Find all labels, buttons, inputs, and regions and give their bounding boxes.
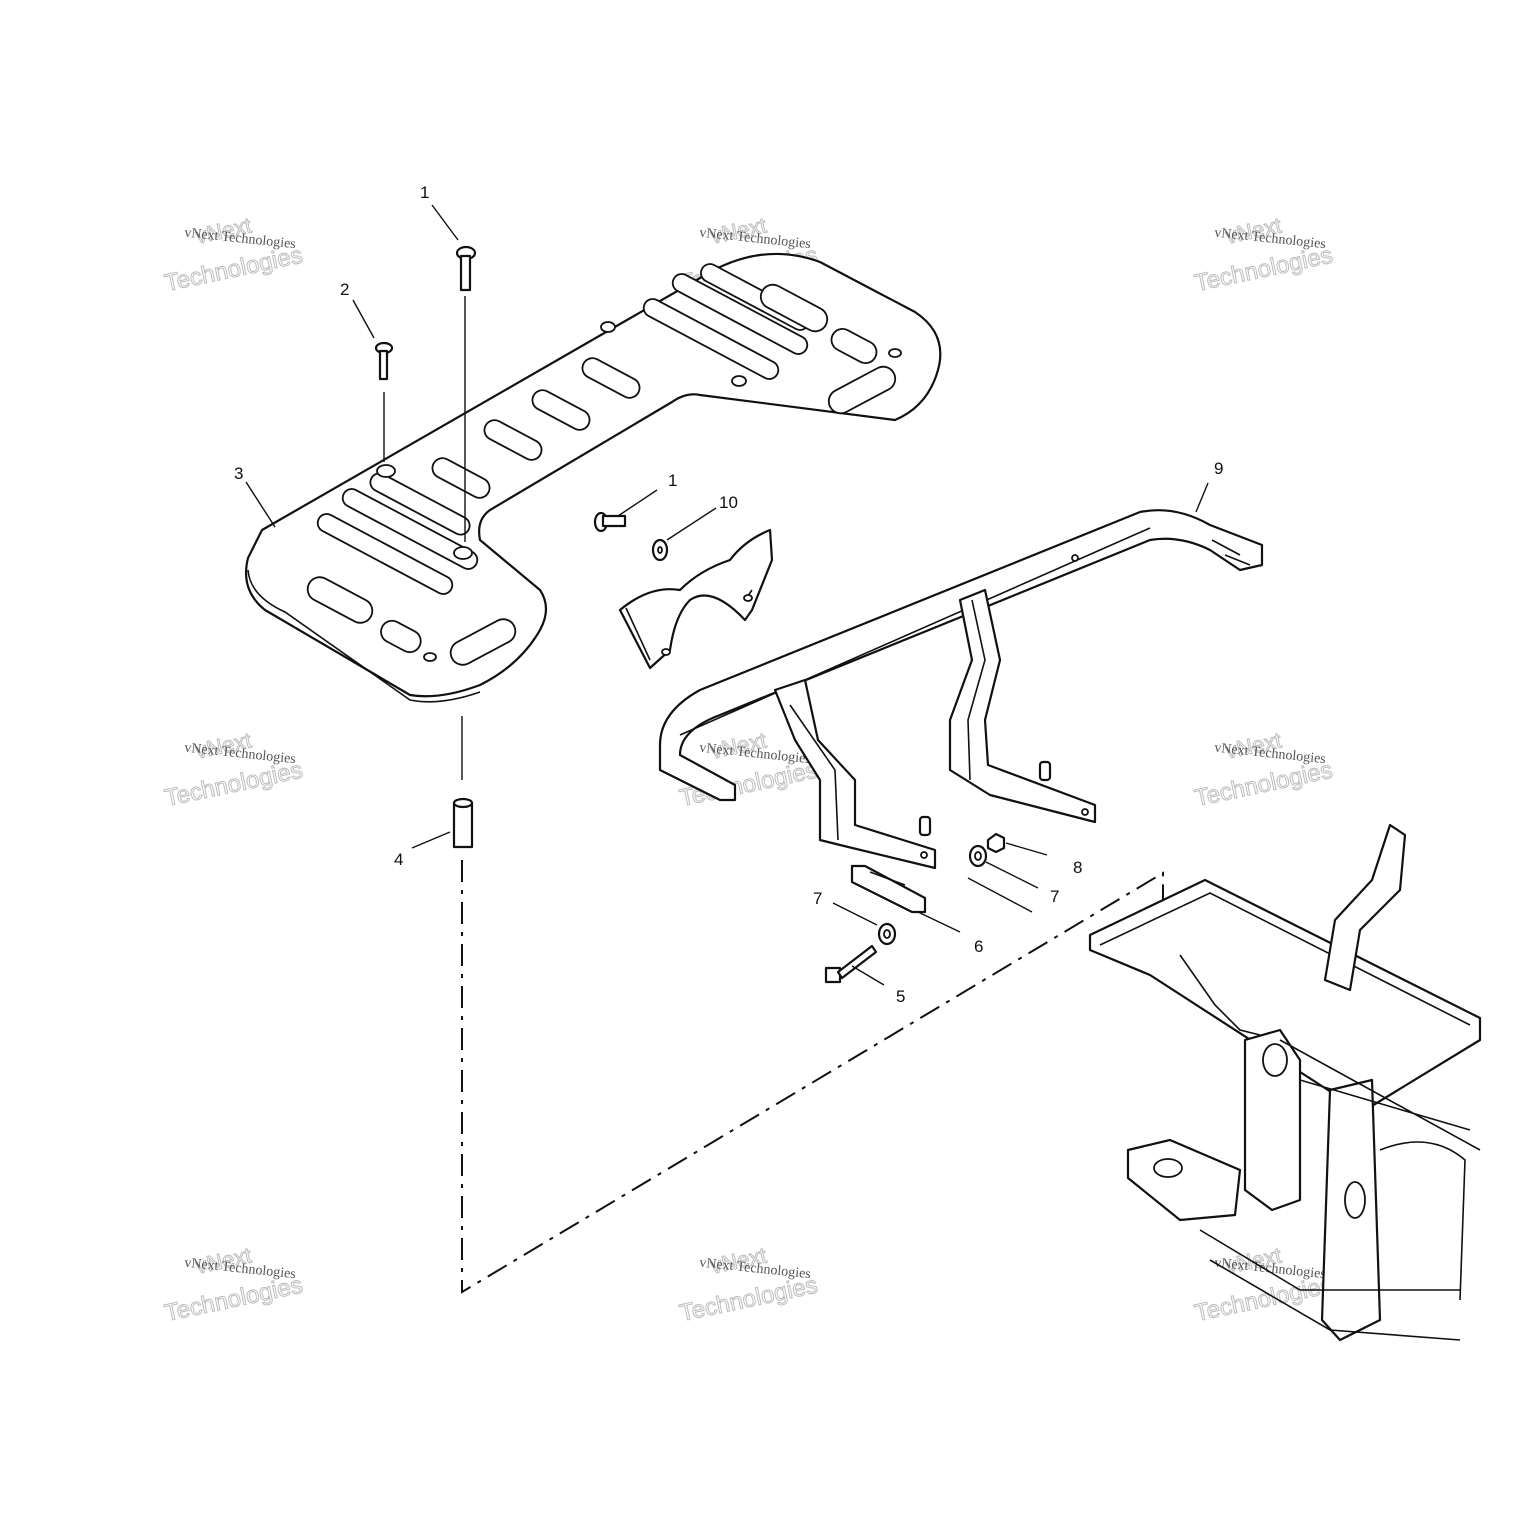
washer-part-7 xyxy=(877,922,897,946)
callout-labels: 1 2 3 4 1 10 9 8 7 7 6 5 xyxy=(234,183,1223,1006)
callout-5: 5 xyxy=(896,987,905,1006)
leader-lines xyxy=(245,204,1209,986)
rack-support-frame xyxy=(658,509,1264,870)
spacer-part-4 xyxy=(452,797,474,849)
vehicle-frame xyxy=(1088,823,1482,1342)
mount-bracket xyxy=(618,528,774,670)
callout-2: 2 xyxy=(340,280,349,299)
watermark-line3: Technologies xyxy=(1192,1272,1335,1328)
watermark-line3: Technologies xyxy=(162,757,305,813)
watermark-line3: Technologies xyxy=(162,242,305,298)
assembly-dashed-line xyxy=(461,860,1164,1294)
bolt-part-1 xyxy=(455,245,477,292)
watermark-line3: Technologies xyxy=(162,1272,305,1328)
nut-part-8 xyxy=(986,832,1006,854)
callout-7-left: 7 xyxy=(813,889,822,908)
bolt-part-5 xyxy=(824,944,878,984)
bolt-part-1-lower xyxy=(593,511,669,562)
watermark-line3: Technologies xyxy=(677,1272,820,1328)
callout-7-right: 7 xyxy=(1050,887,1059,906)
callout-3: 3 xyxy=(234,464,243,483)
callout-4: 4 xyxy=(394,850,403,869)
watermark-line3: Technologies xyxy=(1192,242,1335,298)
callout-9: 9 xyxy=(1214,459,1223,478)
callout-1-lower: 1 xyxy=(668,471,677,490)
callout-8: 8 xyxy=(1073,858,1082,877)
callout-6: 6 xyxy=(974,937,983,956)
callout-10: 10 xyxy=(719,493,738,512)
clamp-plate-part-6 xyxy=(850,864,927,914)
watermark-line3: Technologies xyxy=(1192,757,1335,813)
callout-1-top: 1 xyxy=(420,183,429,202)
washer-part-7b xyxy=(968,844,988,868)
rear-rack xyxy=(244,252,942,703)
bolt-part-2 xyxy=(374,341,394,381)
